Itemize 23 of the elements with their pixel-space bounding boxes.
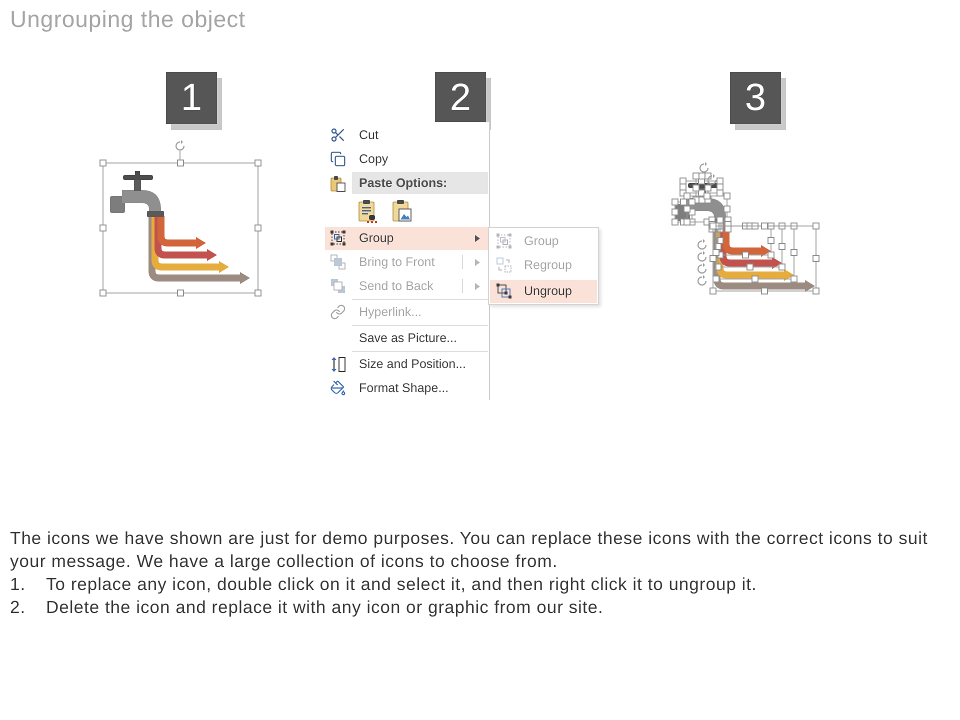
slide-title: Ungrouping the object xyxy=(10,5,246,34)
step-number-tile: 2 xyxy=(435,72,486,124)
menu-item: Copy xyxy=(359,151,388,168)
step-number-tile: 3 xyxy=(730,72,781,124)
list-number: 2. xyxy=(10,596,27,619)
menu-item: Cut xyxy=(359,127,378,144)
menu-item: Format Shape... xyxy=(359,380,449,397)
instruction-paragraph: The icons we have shown are just for demo purposes. You can replace these icons with the correct icons to suit your message. We have a large collection of icons to choose from. xyxy=(10,527,929,573)
menu-item: Save as Picture... xyxy=(359,330,457,347)
disabled-menu-item: Regroup xyxy=(524,257,572,274)
step-number-tile: 1 xyxy=(166,72,217,124)
menu-item: Ungroup xyxy=(524,283,572,300)
submenu xyxy=(488,227,599,305)
list-number: 1. xyxy=(10,573,27,596)
disabled-menu-item: Group xyxy=(524,233,559,250)
disabled-menu-item: Bring to Front xyxy=(359,254,435,271)
menu-item: Group xyxy=(359,230,394,247)
menu-heading: Paste Options: xyxy=(352,172,488,194)
instruction-step: To replace any icon, double click on it and select it, and then right click it to ungroup it. xyxy=(46,573,946,596)
disabled-menu-item: Send to Back xyxy=(359,278,434,295)
disabled-menu-item: Hyperlink... xyxy=(359,304,422,321)
instruction-step: Delete the icon and replace it with any icon or graphic from our site. xyxy=(46,596,946,619)
menu-item: Size and Position... xyxy=(359,356,466,373)
